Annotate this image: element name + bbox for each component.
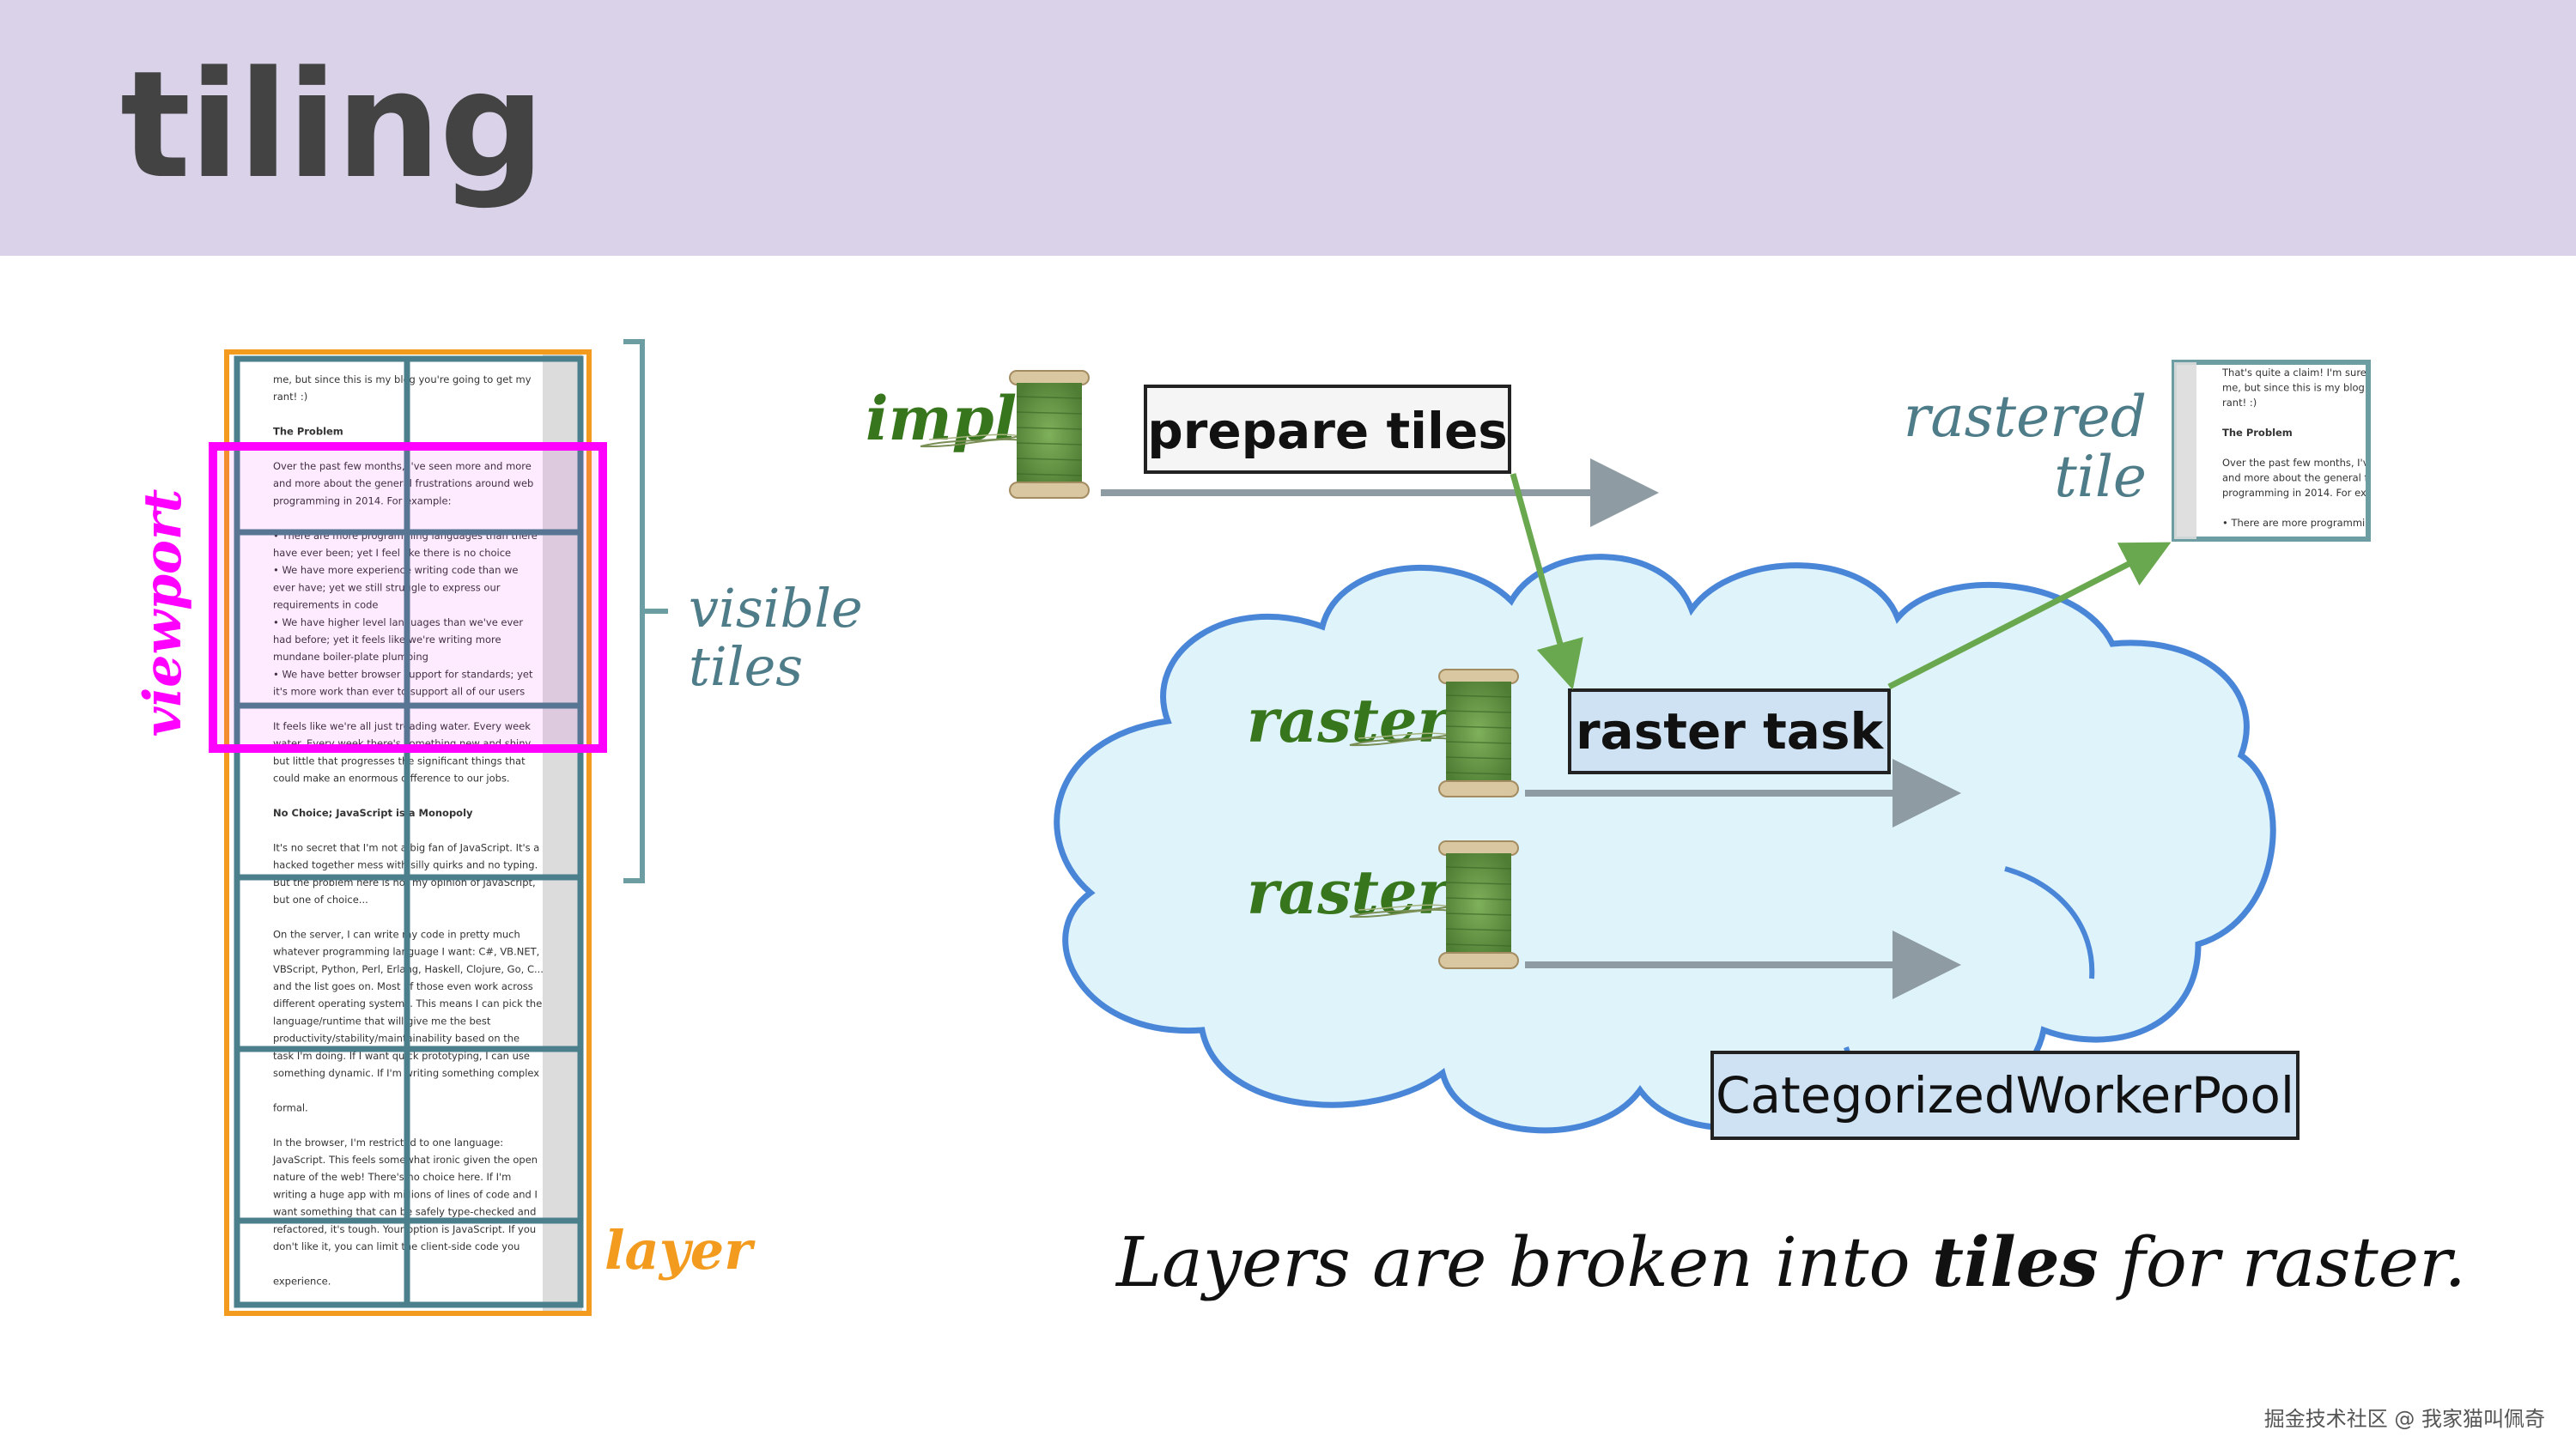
- layer-text-line: formal.: [273, 1101, 308, 1113]
- worker-pool-label: CategorizedWorkerPool: [1716, 1066, 2294, 1125]
- layer-text-line: rant! :): [273, 391, 307, 403]
- raster-task-box: [1568, 688, 1891, 774]
- layer-text-line: it's more work than ever to support all …: [273, 686, 525, 698]
- layer-text-line: JavaScript on the server too...: [272, 1344, 420, 1356]
- layer-text-line: had before; yet it feels like we're writ…: [273, 634, 501, 646]
- layer-outline: [224, 349, 592, 1316]
- layer-text-line: It feels like we're all just treading wa…: [273, 720, 531, 732]
- layer-text-line: you're even more screwed, because you're…: [273, 1327, 523, 1339]
- prepare-to-raster-arrow: [1510, 473, 1583, 690]
- layer-text-line: task I'm doing. If I want quick prototyp…: [273, 1050, 530, 1062]
- raster-task-label: raster task: [1576, 702, 1885, 761]
- slide-title: tiling: [120, 39, 545, 211]
- layer-text-line: could make an enormous difference to our…: [273, 773, 510, 785]
- layer-text-line: experience.: [273, 1275, 331, 1287]
- layer-text-line: language/runtime that will give me the b…: [273, 1015, 491, 1027]
- layer-text-line: requirements in code: [273, 599, 378, 611]
- layer-text-line: productivity/stability/maintainability b…: [273, 1033, 519, 1045]
- layer-text-line: In the browser, I'm restricted to one la…: [273, 1137, 503, 1149]
- layer-text-line: Want to share code between client and se…: [273, 1310, 531, 1322]
- slide-caption: Layers are broken into tiles for raster.: [1115, 1222, 2466, 1302]
- layer-text-line: • We have more experience writing code t…: [273, 564, 519, 576]
- layer-text-line: • We have higher level languages than we…: [273, 616, 523, 628]
- visible-tiles-label-line1: visible: [689, 577, 863, 640]
- visible-tiles-label-line2: tiles: [689, 635, 803, 698]
- watermark: 掘金技术社区 @ 我家猫叫佩奇: [2263, 1407, 2545, 1431]
- tile-text-line: Over the past few months, I've: [2222, 457, 2375, 469]
- layer-text-line: have ever been; yet I feel like there is…: [273, 547, 511, 559]
- layer-text-line: don't like it, you can limit the client-…: [273, 1240, 519, 1252]
- tile-text-line: me, but since this is my blog yo: [2222, 382, 2379, 394]
- layer-text-line: On the server, I can write my code in pr…: [273, 928, 520, 940]
- rastered-tile-thumbnail: That's quite a claim! I'm sure m me, but …: [2172, 360, 2379, 542]
- layer-text-line: and more about the general frustrations …: [273, 477, 533, 489]
- layer-text-line: • We have better browser support for sta…: [273, 668, 533, 680]
- rastered-tile-label-line1: rastered: [1904, 384, 2147, 450]
- prepare-tiles-box: [1144, 385, 1511, 474]
- tile-text-line: programming in 2014. For exa: [2222, 487, 2372, 499]
- layer-text-line: Over the past few months, I've seen more…: [273, 460, 532, 472]
- tile-text-line: rant! :): [2222, 397, 2257, 409]
- layer-text-line: ever have; yet we still struggle to expr…: [273, 581, 501, 593]
- layer-label: layer: [605, 1219, 756, 1282]
- visible-tiles-bracket: [623, 339, 668, 883]
- layer-text-line: and the list goes on. Most of those even…: [273, 980, 533, 992]
- tile-text-line: • There are more programmi: [2222, 517, 2365, 529]
- tile-text-line: That's quite a claim! I'm sure m: [2221, 367, 2379, 379]
- prepare-tiles-label: prepare tiles: [1147, 402, 1508, 460]
- layer-text-line: The Problem: [273, 426, 343, 438]
- layer-text-line: nature of the web! There's no choice her…: [273, 1171, 511, 1183]
- tile-grid: [234, 355, 584, 1308]
- layer-text-line: me, but since this is my blog you're goi…: [273, 373, 532, 385]
- worker-pool-cloud: [1054, 554, 2276, 1134]
- caption-bold: tiles: [1932, 1222, 2099, 1302]
- caption-pre: Layers are broken into: [1115, 1222, 1932, 1302]
- layer-scrollbar-track: [543, 354, 582, 1312]
- worker-pool-box: [1710, 1051, 2300, 1140]
- layer-text-line: but little that progresses the significa…: [273, 755, 526, 767]
- tile-text-line: The Problem: [2222, 427, 2293, 439]
- caption-post: for raster.: [2099, 1222, 2466, 1302]
- layer-text-line: but one of choice...: [273, 894, 368, 906]
- viewport-label: viewport: [133, 488, 193, 737]
- cloud-inner-curve: [2004, 866, 2095, 979]
- layer-text-line: No Choice; JavaScript is a Monopoly: [273, 807, 473, 819]
- title-bar: [0, 0, 2576, 256]
- viewport-rect: [209, 442, 607, 753]
- layer-text-line: mundane boiler-plate plumbing: [273, 651, 428, 663]
- tile-text-line: and more about the general fr: [2222, 472, 2372, 484]
- rastered-tile-label-line2: tile: [2054, 444, 2147, 510]
- raster-to-tile-arrow: [1887, 542, 2172, 690]
